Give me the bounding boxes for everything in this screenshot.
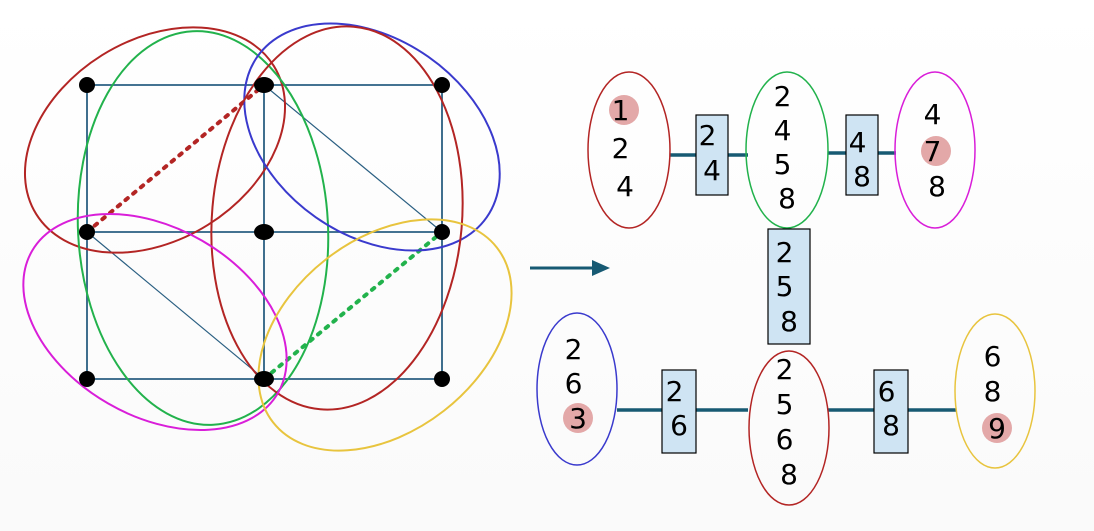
grid-vertices (79, 77, 450, 387)
svg-text:2 5 6 8: 2 5 6 8 (776, 353, 803, 491)
sep-top-right-item-0: 4 (849, 126, 867, 159)
sep-top-left (695, 114, 729, 196)
bag-bottom-middle-item-2: 6 (776, 423, 794, 456)
vertex-8 (254, 371, 274, 387)
bag-bottom-middle-item-3: 8 (780, 458, 798, 491)
cover-ellipse-red-center (210, 25, 464, 411)
highlight-circle-3 (563, 403, 593, 433)
svg-text:2 5 8: 2 5 8 (776, 236, 803, 338)
bag-top-right-item-1: 7 (924, 135, 942, 168)
fill-edge-red-dotted (85, 83, 266, 234)
bag-bottom-middle-item-0: 2 (776, 353, 794, 386)
svg-text:2 4: 2 4 (699, 119, 726, 187)
bag-top-left-item-2: 4 (616, 170, 634, 203)
vertex-1 (79, 77, 95, 93)
sep-bottom-left (661, 369, 697, 454)
svg-text:1 2 4: 1 2 4 (612, 94, 639, 203)
bag-bottom-left-item-2: 3 (569, 402, 587, 435)
sep-bottom-right-item-0: 6 (878, 375, 896, 408)
sep-bottom-right (873, 369, 909, 454)
bag-bottom-left (536, 312, 618, 466)
bag-top-middle-item-3: 8 (778, 182, 796, 215)
sep-top-right-item-1: 8 (853, 160, 871, 193)
bag-bottom-middle (748, 350, 830, 506)
vertex-6 (434, 224, 450, 240)
bag-top-left-item-0: 1 (612, 94, 630, 127)
highlight-circle-7 (921, 136, 951, 166)
separator-boxes (661, 114, 909, 454)
cover-ellipse-blue (243, 22, 501, 252)
svg-text:2 6 3: 2 6 3 (565, 333, 592, 435)
svg-text:4 7 8: 4 7 8 (924, 98, 951, 203)
fill-edge-green-dotted (262, 230, 444, 381)
sep-vertical-item-1: 5 (776, 270, 794, 303)
vertex-7 (79, 371, 95, 387)
sep-vertical-item-0: 2 (776, 236, 794, 269)
sep-top-left-item-0: 2 (699, 119, 717, 152)
svg-text:2 6: 2 6 (666, 375, 693, 442)
cover-ellipse-red-top-left (23, 26, 287, 254)
vertex-3 (434, 77, 450, 93)
bag-top-left-item-1: 2 (612, 132, 630, 165)
bag-bottom-right-item-0: 6 (984, 340, 1002, 373)
bag-bottom-right-item-2: 9 (988, 412, 1006, 445)
vertex-5 (254, 224, 274, 240)
bag-top-right-item-0: 4 (924, 98, 942, 131)
bag-bottom-left-item-1: 6 (565, 367, 583, 400)
sep-bottom-left-item-0: 2 (666, 375, 684, 408)
cover-ellipse-yellow (257, 218, 513, 452)
clique-tree: 1 2 4 2 4 5 8 4 7 8 2 6 3 2 5 6 8 6 8 (536, 71, 1036, 506)
highlight-circle-1 (609, 95, 639, 125)
highlight-circle-9 (982, 413, 1012, 443)
sep-top-left-item-1: 4 (703, 154, 721, 187)
sep-vertical (767, 228, 811, 345)
bag-bottom-right (954, 313, 1036, 469)
bag-top-right (894, 71, 976, 229)
bag-bottom-right-item-1: 8 (984, 375, 1002, 408)
bag-top-middle-item-1: 4 (774, 114, 792, 147)
chord-edges (86, 84, 443, 380)
svg-text:2 4 5 8: 2 4 5 8 (774, 80, 801, 215)
cover-ellipse-magenta (22, 212, 288, 432)
bag-top-left (587, 71, 671, 229)
sep-bottom-right-item-1: 8 (882, 409, 900, 442)
sep-bottom-left-item-1: 6 (670, 409, 688, 442)
bag-top-right-item-2: 8 (928, 170, 946, 203)
vertex-4 (79, 224, 95, 240)
cover-ellipse-green (76, 30, 330, 426)
bag-top-middle-item-0: 2 (774, 80, 792, 113)
bag-top-middle-item-2: 5 (774, 148, 792, 181)
grid-graph (22, 22, 513, 452)
bag-bottom-middle-item-1: 5 (776, 388, 794, 421)
sep-vertical-item-2: 8 (780, 305, 798, 338)
transform-arrow (530, 260, 610, 276)
vertex-2 (254, 77, 274, 93)
svg-text:6 8: 6 8 (878, 375, 905, 442)
bag-bottom-left-item-0: 2 (565, 333, 583, 366)
bag-top-middle (745, 71, 829, 229)
svg-text:4 8: 4 8 (849, 126, 876, 193)
sep-top-right (845, 114, 879, 196)
vertex-9 (434, 371, 450, 387)
svg-text:6 8 9: 6 8 9 (984, 340, 1011, 445)
